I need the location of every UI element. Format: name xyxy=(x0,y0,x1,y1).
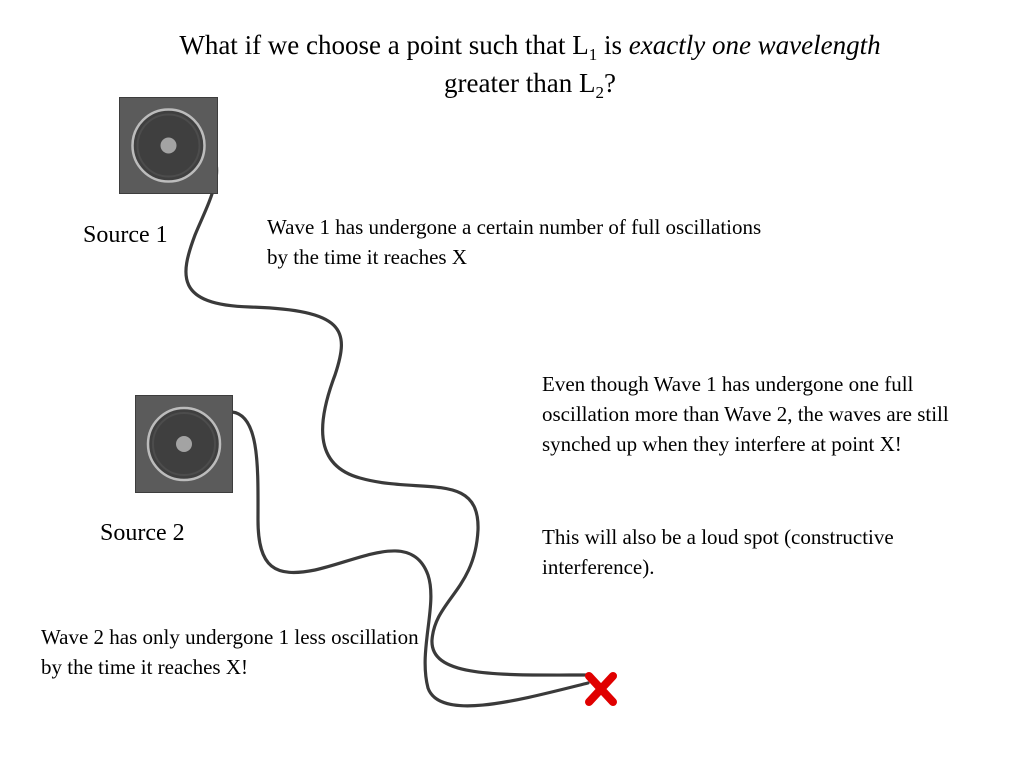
title-part-2: is xyxy=(597,30,629,60)
speaker-icon xyxy=(131,108,206,183)
source-1-speaker xyxy=(119,97,218,194)
title-emphasis: exactly one wavelength xyxy=(628,30,881,60)
title-subscript-2: 2 xyxy=(595,83,604,102)
title-subscript-1: 1 xyxy=(588,45,598,64)
slide-title: What if we choose a point such that L1 i… xyxy=(60,26,1000,102)
wave-1-note: Wave 1 has undergone a certain number of… xyxy=(267,215,762,269)
source-2-label: Source 2 xyxy=(100,520,185,546)
wave-2-path xyxy=(230,410,590,708)
title-part-4: ? xyxy=(603,68,616,98)
wave-2-note: Wave 2 has only undergone 1 less oscilla… xyxy=(41,625,419,679)
source-1-label: Source 1 xyxy=(83,222,168,248)
title-part-1: What if we choose a point such that L xyxy=(179,30,589,60)
source-2-speaker xyxy=(135,395,233,493)
title-part-3: greater than L xyxy=(444,68,596,98)
explanation-paragraph-2: This will also be a loud spot (construct… xyxy=(542,525,894,579)
explanation-paragraph-1: Even though Wave 1 has undergone one ful… xyxy=(542,372,949,456)
speaker-icon xyxy=(146,406,222,482)
red-x-icon xyxy=(585,672,617,706)
wave-1-path xyxy=(184,150,590,677)
